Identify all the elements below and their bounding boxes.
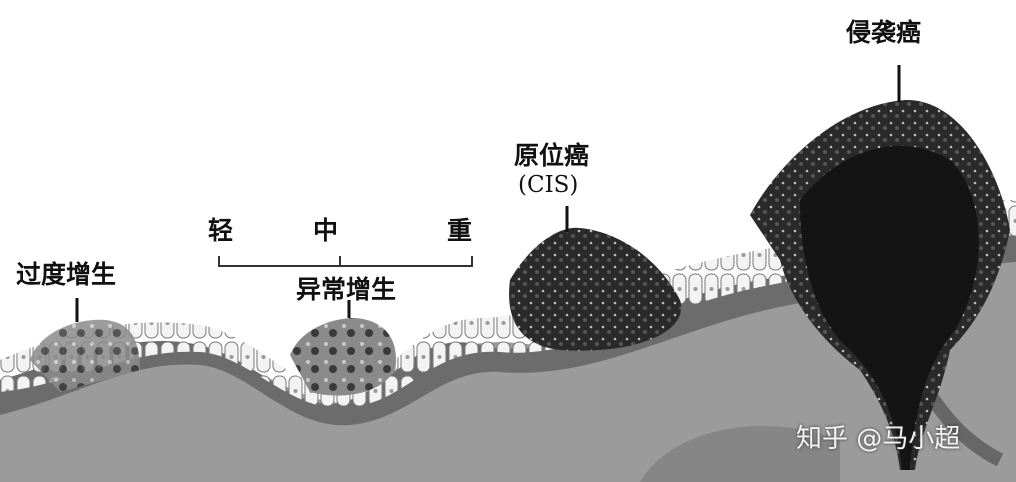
label-cis: 原位癌 xyxy=(514,141,590,170)
label-hyperplasia: 过度增生 xyxy=(16,260,117,289)
label-grade-severe: 重 xyxy=(447,216,473,245)
cis-region xyxy=(509,227,682,351)
hyperplasia-region xyxy=(30,319,140,392)
label-cis-abbrev: (CIS) xyxy=(518,172,579,198)
watermark: 知乎 @马小超 xyxy=(796,424,961,454)
grade-bracket xyxy=(218,256,473,267)
normal-epithelium xyxy=(0,200,1016,409)
label-grade-mild: 轻 xyxy=(208,216,234,245)
label-dysplasia: 异常增生 xyxy=(296,275,397,304)
dysplasia-region xyxy=(290,318,396,396)
label-invasive: 侵袭癌 xyxy=(846,18,922,47)
label-grade-moderate: 中 xyxy=(313,216,339,245)
